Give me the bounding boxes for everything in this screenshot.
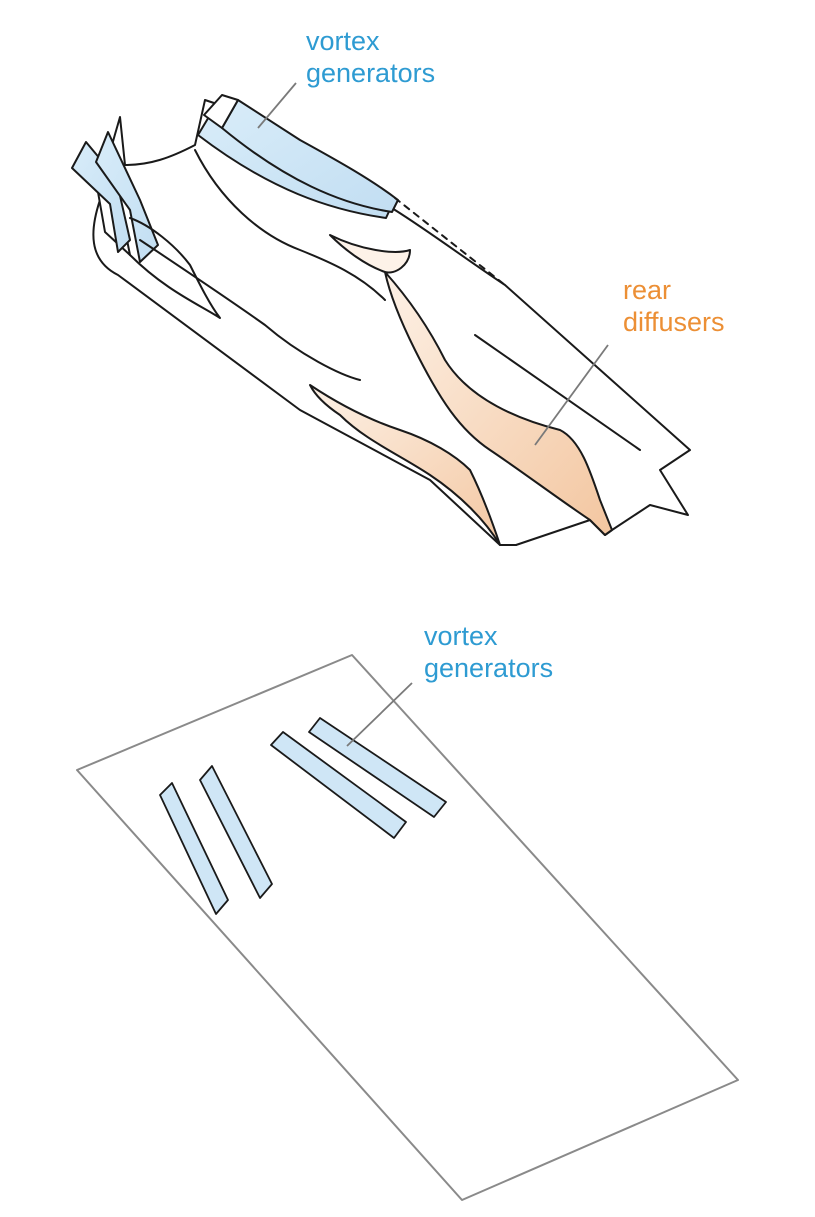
rear-diffusers-label-line2: diffusers (623, 307, 725, 337)
rear-diffusers-label: rear diffusers (623, 274, 725, 338)
plate-vortex-generator-3 (270, 731, 407, 839)
bottom-vortex-generators-label: vortex generators (424, 620, 553, 684)
rear-diffuser-center (384, 271, 613, 536)
car-underbody (71, 94, 691, 546)
top-vortex-generator-3 (203, 94, 239, 129)
plate-vortex-generator-1 (159, 782, 229, 915)
left-vortex-generator-2 (95, 131, 159, 263)
top-vortex-leader (257, 82, 297, 129)
left-scoop-curve (129, 217, 221, 319)
channel-line-1 (139, 239, 361, 381)
rear-diffusers-leader (534, 344, 609, 446)
flat-plate (76, 654, 739, 1201)
channel-line-2 (194, 149, 386, 301)
top-vortex-label-line2: generators (306, 58, 436, 88)
top-vortex-generators-label: vortex generators (306, 25, 435, 89)
rear-diffusers-label-line1: rear (623, 275, 672, 305)
left-vortex-generator-1 (71, 141, 131, 253)
top-vortex-generator-2 (221, 99, 399, 213)
rear-diffuser-left (309, 384, 517, 546)
plate-outline (76, 654, 739, 1201)
center-upper-curve (329, 234, 411, 274)
plate-vortex-generator-2 (199, 765, 273, 899)
right-panel-line (474, 334, 641, 451)
top-vortex-label-line1: vortex (306, 26, 380, 56)
underbody-outline (92, 99, 691, 546)
plate-vortex-generator-4 (308, 717, 447, 818)
hidden-edge-dashed (394, 197, 506, 286)
bottom-vortex-label-line1: vortex (424, 621, 498, 651)
bottom-vortex-leader (346, 682, 413, 747)
bottom-vortex-label-line2: generators (424, 653, 554, 683)
